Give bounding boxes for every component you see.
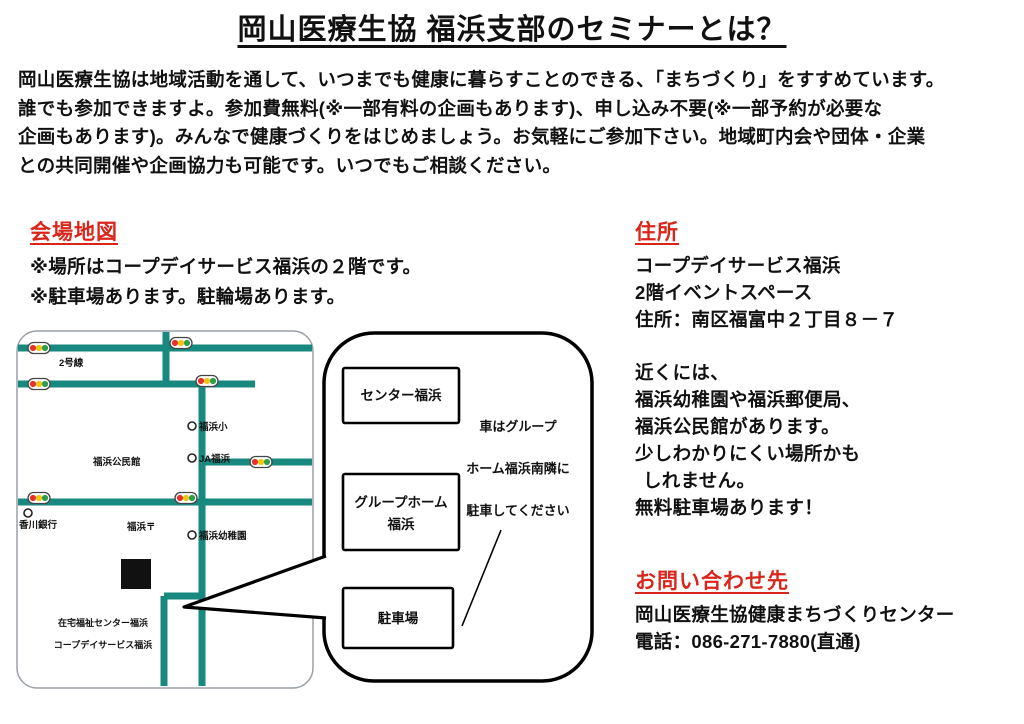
map-section: 会場地図 ※場所はコープデイサービス福浜の２階です。 ※駐車場あります。駐輪場あ… (30, 216, 421, 312)
traffic-light-icon (27, 491, 51, 505)
traffic-light-icon (249, 455, 273, 469)
callout-box-parking-label: 駐車場 (378, 610, 419, 626)
callout-bubble-tail (182, 554, 327, 620)
map-note-location: ※場所はコープデイサービス福浜の２階です。 (30, 256, 422, 277)
traffic-light-icon (174, 491, 198, 505)
map-label-kindergarten: 福浜幼稚園 (198, 530, 247, 542)
map-label-post-office: 福浜〒 (126, 521, 156, 533)
nearby-line: しれません。 (643, 470, 756, 491)
callout-note-line: 駐車してください (466, 503, 569, 518)
map-section-heading: 会場地図 (30, 221, 118, 244)
callout-box-grouphome-label-1: グループホーム (354, 494, 447, 510)
address-line: 2階イベントスペース (635, 282, 813, 303)
callout-box-center-label: センター福浜 (361, 387, 442, 403)
nearby-line: 福浜公民館があります。 (635, 416, 840, 437)
map-label-destination-2: コープデイサービス福浜 (54, 639, 152, 650)
traffic-light-icon (27, 377, 51, 391)
title-row: 岡山医療生協 福浜支部のセミナーとは？ (0, 6, 1024, 48)
nearby-line: 福浜幼稚園や福浜郵便局、 (635, 389, 861, 410)
spacer (635, 521, 1017, 565)
destination-building (121, 559, 151, 589)
address-heading: 住所 (635, 221, 679, 244)
nearby-line: 無料駐車場あります！ (635, 497, 824, 518)
intro-line: との共同開催や企画協力も可能です。いつでもご相談ください。 (18, 154, 562, 176)
callout-box-grouphome (341, 472, 461, 552)
info-column: 住所 コープデイサービス福浜 2階イベントスペース 住所：南区福富中２丁目８－７… (635, 216, 1017, 655)
map-label-bank: 香川銀行 (18, 519, 58, 531)
contact-phone: 電話：086-271-7880(直通) (635, 631, 861, 652)
map-marker-elementary (187, 421, 197, 431)
nearby-line: 近くには、 (635, 362, 730, 383)
intro-line: 岡山医療生協は地域活動を通して、いつまでも健康に暮らすことのできる、「まちづくり… (18, 69, 945, 90)
callout-box-center (341, 366, 461, 425)
intro-line: 誰でも参加できますよ。参加費無料(※一部有料の企画もあります)、申し込み不要(※… (18, 97, 883, 119)
address-line: 住所：南区福富中２丁目８－７ (635, 309, 899, 330)
map-marker-ja (187, 453, 197, 463)
venue-map: 2号線 福浜小 福浜公民館 JA福浜 香川銀行 福浜〒 福浜幼稚園 在宅福祉セン… (16, 330, 594, 689)
spacer (635, 333, 1017, 359)
map-label-community-hall: 福浜公民館 (92, 456, 141, 468)
map-label-ja: JA福浜 (199, 453, 231, 465)
callout-box-parking (341, 586, 455, 650)
map-marker-kindergarten (187, 530, 197, 540)
contact-org: 岡山医療生協健康まちづくりセンター (635, 604, 955, 625)
contact-heading: お問い合わせ先 (635, 570, 789, 593)
map-label-elementary: 福浜小 (198, 421, 228, 433)
page-title: 岡山医療生協 福浜支部のセミナーとは？ (237, 14, 787, 46)
address-line: コープデイサービス福浜 (635, 255, 841, 276)
map-note-parking: ※駐車場あります。駐輪場あります。 (30, 286, 346, 307)
callout-box-grouphome-label-2: 福浜 (387, 516, 415, 532)
intro-line: 企画もあります)。みんなで健康づくりをはじめましょう。お気軽にご参加下さい。地域… (18, 126, 926, 147)
callout-note-line: 車はグループ (479, 419, 557, 434)
traffic-light-icon (169, 336, 193, 350)
traffic-light-icon (195, 374, 219, 388)
nearby-line: 少しわかりにくい場所かも (635, 443, 861, 464)
intro-paragraph: 岡山医療生協は地域活動を通して、いつまでも健康に暮らすことのできる、「まちづくり… (18, 66, 1014, 180)
traffic-light-icon (27, 341, 51, 355)
map-label-destination-1: 在宅福祉センター福浜 (58, 617, 148, 628)
callout-note-line: ホーム福浜南隣に (466, 461, 570, 476)
map-label-route2: 2号線 (59, 357, 84, 369)
callout-pointer-line (461, 529, 502, 627)
map-marker-bank (23, 508, 33, 518)
